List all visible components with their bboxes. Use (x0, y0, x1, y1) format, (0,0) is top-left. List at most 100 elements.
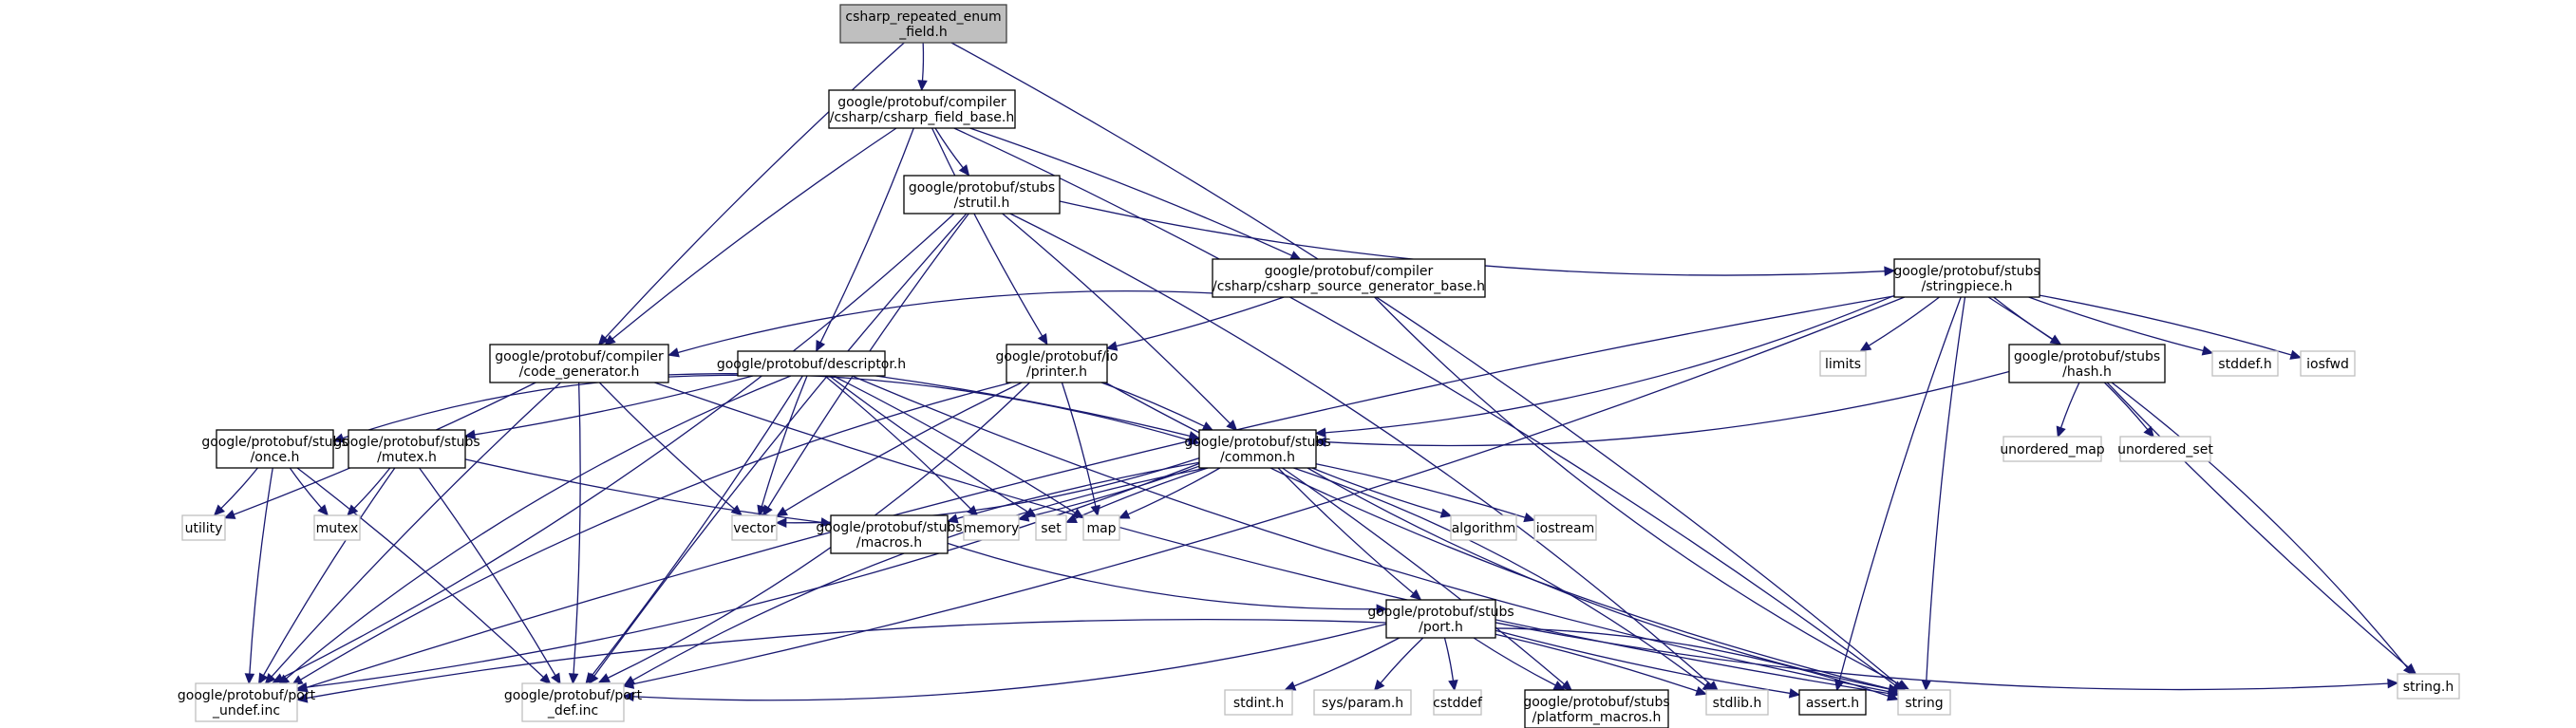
edge-line (598, 382, 735, 510)
edge-field_base-to-printer (931, 127, 1048, 345)
node-limits[interactable]: limits (1819, 350, 1867, 377)
edge-once-to-utility (213, 467, 258, 516)
node-label: stdlib.h (1713, 696, 1762, 711)
node-mutex-h[interactable]: google/protobuf/stubs/mutex.h (333, 429, 480, 469)
node-box (195, 682, 298, 722)
node-strutil[interactable]: google/protobuf/stubs/strutil.h (903, 175, 1061, 215)
edge-field_base-to-code_generator (604, 127, 897, 346)
node-label: /printer.h (1026, 364, 1087, 380)
node-set[interactable]: set (1035, 514, 1067, 541)
edge-line (262, 467, 396, 676)
node-box (489, 344, 669, 383)
edge-line (342, 374, 739, 439)
edge-line (306, 619, 1387, 700)
node-printer[interactable]: google/protobuf/io/printer.h (996, 344, 1119, 383)
node-box (1035, 514, 1067, 541)
node-box (1006, 344, 1108, 383)
edge-line (2106, 382, 2409, 668)
edge-line (677, 289, 1213, 354)
edge-line (1277, 467, 1415, 594)
arrowhead-icon (1201, 421, 1214, 432)
edge-common-to-platform_macros (1282, 467, 1573, 692)
edge-line (950, 42, 1899, 685)
node-iosfwd[interactable]: iosfwd (2300, 350, 2356, 377)
edge-root-to-code_generator (597, 42, 905, 346)
edge-stringpiece-to-common (1314, 294, 1895, 439)
edge-line (1315, 463, 1526, 518)
edge-port-to-stdint (1284, 637, 1401, 691)
edge-port-to-port_undef (295, 619, 1387, 703)
node-label: cstddef (1433, 696, 1483, 711)
edge-hash-to-unordered_map (2056, 382, 2080, 439)
node-stdint[interactable]: stdint.h (1224, 689, 1293, 716)
node-unordered-map[interactable]: unordered_map (2000, 436, 2105, 462)
edge-line (1495, 622, 2389, 691)
node-unordered-set[interactable]: unordered_set (2117, 436, 2213, 462)
arrowhead-icon (1695, 685, 1708, 696)
edge-line (819, 127, 914, 344)
node-box (1524, 689, 1669, 728)
node-port[interactable]: google/protobuf/stubs/port.h (1367, 599, 1514, 639)
node-box (731, 514, 778, 541)
edge-line (419, 467, 556, 676)
edge-hash-to-string_h (2106, 382, 2417, 675)
node-utility[interactable]: utility (181, 514, 226, 541)
node-memory[interactable]: memory (963, 514, 1020, 541)
edge-mutex_h-to-port_def (419, 467, 561, 685)
node-box (1385, 599, 1496, 639)
node-port-undef[interactable]: google/protobuf/port_undef.inc (178, 682, 316, 722)
node-box (2397, 673, 2460, 700)
edge-line (1495, 633, 1698, 692)
edge-line (249, 467, 273, 675)
node-descriptor[interactable]: google/protobuf/descriptor.h (717, 350, 906, 377)
node-code-generator[interactable]: google/protobuf/compiler/code_generator.… (489, 344, 669, 383)
node-sys-param[interactable]: sys/param.h (1313, 689, 1412, 716)
edge-code_generator-to-port_undef (264, 382, 561, 685)
node-map[interactable]: map (1082, 514, 1120, 541)
node-stringpiece[interactable]: google/protobuf/stubs/stringpiece.h (1893, 258, 2040, 298)
node-hash[interactable]: google/protobuf/stubs/hash.h (2008, 344, 2166, 383)
arrowhead-icon (2056, 425, 2066, 439)
node-label: google/protobuf/stubs (1523, 695, 1669, 710)
arrowhead-icon (1118, 509, 1131, 519)
arrowhead-icon (1523, 513, 1536, 523)
node-label: limits (1825, 357, 1861, 372)
node-string-h[interactable]: string.h (2397, 673, 2460, 700)
arrowhead-icon (1284, 681, 1297, 691)
node-src-gen-base[interactable]: google/protobuf/compiler/csharp/csharp_s… (1212, 258, 1486, 298)
arrowhead-icon (597, 334, 610, 346)
node-platform-macros[interactable]: google/protobuf/stubs/platform_macros.h (1523, 689, 1670, 728)
node-stdlib[interactable]: stdlib.h (1705, 689, 1769, 716)
node-string[interactable]: string (1897, 689, 1951, 716)
edge-code_generator-to-vector (598, 382, 743, 516)
edge-field_base-to-descriptor (816, 127, 914, 352)
edge-line (851, 375, 1890, 693)
node-label: csharp_repeated_enum (845, 9, 1001, 25)
node-vector[interactable]: vector (731, 514, 778, 541)
edge-line (593, 213, 968, 677)
node-cstddef[interactable]: cstddef (1433, 689, 1483, 716)
edge-line (474, 375, 754, 436)
node-box (2300, 350, 2356, 377)
node-common[interactable]: google/protobuf/stubs/common.h (1184, 429, 1331, 469)
node-algorithm[interactable]: algorithm (1450, 514, 1517, 541)
edge-line (611, 127, 897, 340)
node-box (1450, 514, 1517, 541)
node-field-base[interactable]: google/protobuf/compiler/csharp/csharp_f… (828, 89, 1016, 129)
node-assert[interactable]: assert.h (1798, 689, 1867, 716)
arrowhead-icon (223, 510, 236, 519)
arrowhead-icon (1896, 680, 1909, 690)
node-macros[interactable]: google/protobuf/stubs/macros.h (816, 514, 963, 554)
node-iostream[interactable]: iostream (1533, 514, 1597, 541)
edge-line (289, 467, 323, 509)
arrowhead-icon (1888, 683, 1900, 695)
edge-descriptor-to-port_def (585, 375, 803, 684)
edge-common-to-map (1118, 467, 1221, 519)
node-label: string.h (2403, 680, 2454, 695)
node-label: /strutil.h (954, 196, 1010, 211)
node-stddef[interactable]: stddef.h (2211, 350, 2279, 377)
node-mutex[interactable]: mutex (313, 514, 361, 541)
arrowhead-icon (347, 504, 359, 516)
node-once[interactable]: google/protobuf/stubs/once.h (201, 429, 348, 469)
node-port-def[interactable]: google/protobuf/port_def.inc (504, 682, 643, 722)
